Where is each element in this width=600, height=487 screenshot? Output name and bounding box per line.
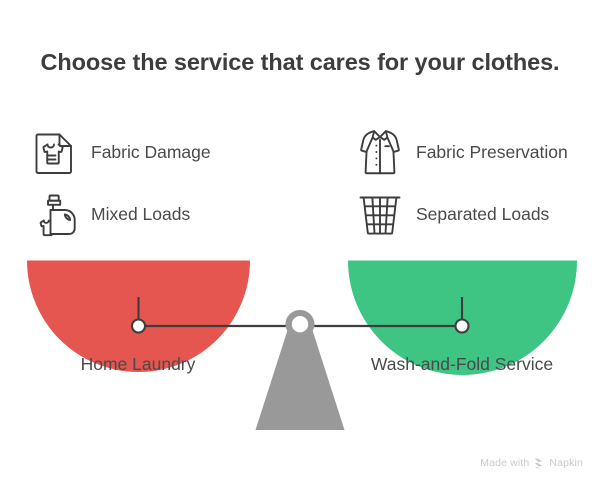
napkin-chevron-icon	[534, 458, 545, 469]
page-title: Choose the service that cares for your c…	[40, 49, 560, 75]
left-pan-caption: Home Laundry	[80, 354, 196, 374]
feature-item-separated-loads: Separated Loads	[352, 184, 592, 246]
feature-item-mixed-loads: Mixed Loads	[27, 184, 277, 246]
fulcrum	[255, 310, 345, 430]
detergent-bottle-shirt-icon	[27, 187, 83, 243]
feature-label: Separated Loads	[416, 204, 550, 225]
torn-shirt-card-icon	[27, 125, 83, 181]
laundry-basket-icon	[352, 187, 408, 243]
feature-label: Mixed Loads	[91, 204, 191, 225]
feature-label: Fabric Damage	[91, 142, 211, 163]
watermark-prefix: Made with	[480, 457, 530, 469]
feature-label: Fabric Preservation	[416, 142, 568, 163]
watermark-brand: Napkin	[549, 457, 583, 469]
left-hanger-knob	[130, 318, 147, 334]
pivot-hole	[291, 316, 309, 333]
napkin-watermark: Made with Napkin	[480, 457, 583, 469]
right-pan-caption: Wash-and-Fold Service	[370, 354, 554, 374]
right-feature-list: Fabric Preservation Separated Loads	[352, 122, 592, 246]
feature-item-fabric-preservation: Fabric Preservation	[352, 122, 592, 184]
dress-shirt-icon	[352, 125, 408, 181]
left-feature-list: Fabric Damage Mixed Loads	[27, 122, 277, 246]
right-hanger-knob	[454, 318, 470, 334]
feature-item-fabric-damage: Fabric Damage	[27, 122, 277, 184]
balance-scale	[0, 250, 600, 440]
